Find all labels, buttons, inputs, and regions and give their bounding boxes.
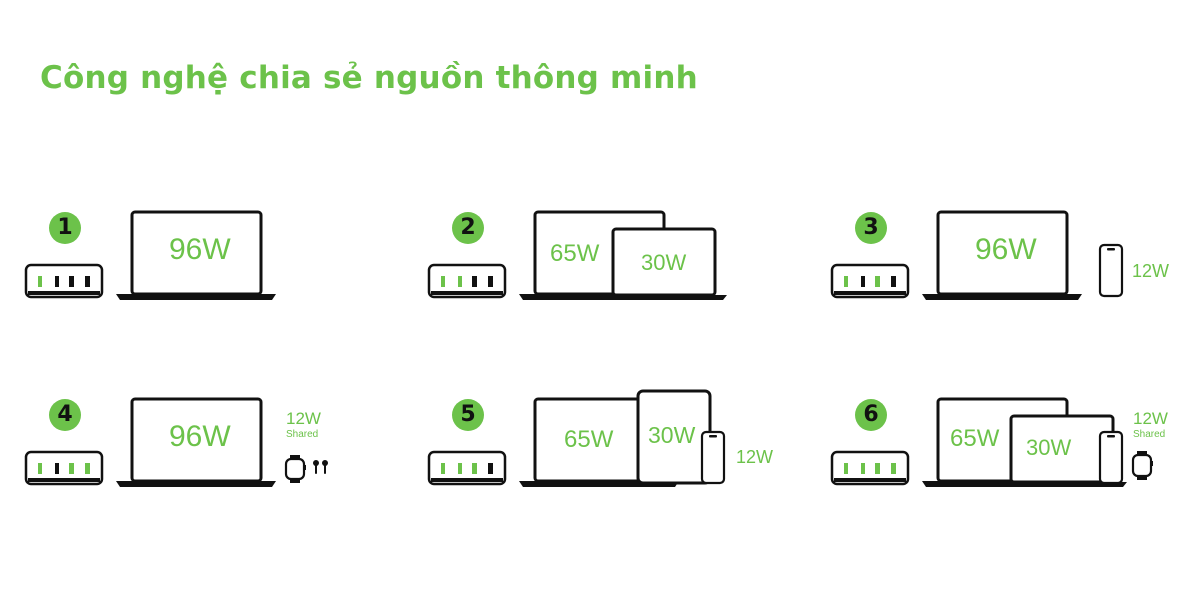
- scenario-1: 1 96W: [24, 210, 404, 320]
- laptop-icon: [116, 210, 276, 300]
- scenario-number-badge: 2: [452, 212, 484, 244]
- watch-icon: [1131, 451, 1153, 480]
- scenario-6: 6 65W 30W 12W Shared: [830, 397, 1200, 507]
- scenario-4-illustration: [24, 397, 328, 487]
- scenario-3: 3 96W 12W: [830, 210, 1200, 320]
- scenario-4: 4 96W 12W Shared: [24, 397, 404, 507]
- laptop-wattage: 96W: [169, 233, 231, 266]
- charger-icon: [427, 263, 507, 299]
- laptop-a-wattage: 65W: [950, 425, 1000, 452]
- earbuds-icon: [313, 460, 328, 474]
- scenario-5: 5 65W 30W 12W: [427, 389, 807, 507]
- laptop-wattage: 96W: [975, 233, 1037, 266]
- scenario-6-illustration: [830, 397, 1153, 487]
- charger-icon: [830, 263, 910, 299]
- laptop-b-wattage: 30W: [1026, 435, 1072, 460]
- charger-icon: [24, 263, 104, 299]
- scenario-3-illustration: [830, 210, 1124, 300]
- phone-icon: [1098, 430, 1124, 485]
- scenario-number-badge: 3: [855, 212, 887, 244]
- watch-icon: [284, 455, 306, 483]
- charger-icon: [24, 450, 104, 486]
- scenario-number-badge: 1: [49, 212, 81, 244]
- shared-wattage: 12W: [286, 409, 321, 428]
- scenario-number-badge: 5: [452, 399, 484, 431]
- laptop-wattage: 96W: [169, 420, 231, 453]
- scenario-1-illustration: [24, 210, 276, 300]
- shared-note: Shared: [286, 429, 319, 440]
- laptop-icon: [922, 210, 1082, 300]
- phone-icon: [1098, 243, 1124, 298]
- phone-wattage: 12W: [736, 447, 774, 467]
- shared-wattage: 12W: [1133, 409, 1168, 428]
- scenario-number-badge: 6: [855, 399, 887, 431]
- laptop-icon: [599, 227, 727, 300]
- scenario-number-badge: 4: [49, 399, 81, 431]
- laptop-icon: [116, 397, 276, 487]
- page-title: Công nghệ chia sẻ nguồn thông minh: [40, 60, 698, 96]
- phone-wattage: 12W: [1132, 261, 1170, 281]
- charger-icon: [427, 450, 507, 486]
- charger-icon: [830, 450, 910, 486]
- shared-note: Shared: [1133, 429, 1166, 440]
- laptop-wattage: 65W: [564, 426, 614, 453]
- laptop-a-wattage: 65W: [550, 240, 600, 267]
- scenario-2: 2 65W 30W: [427, 210, 807, 320]
- scenario-2-illustration: [427, 210, 727, 300]
- tablet-wattage: 30W: [648, 422, 696, 448]
- phone-icon: [700, 430, 726, 485]
- laptop-b-wattage: 30W: [641, 250, 687, 275]
- scenario-5-illustration: [427, 389, 726, 487]
